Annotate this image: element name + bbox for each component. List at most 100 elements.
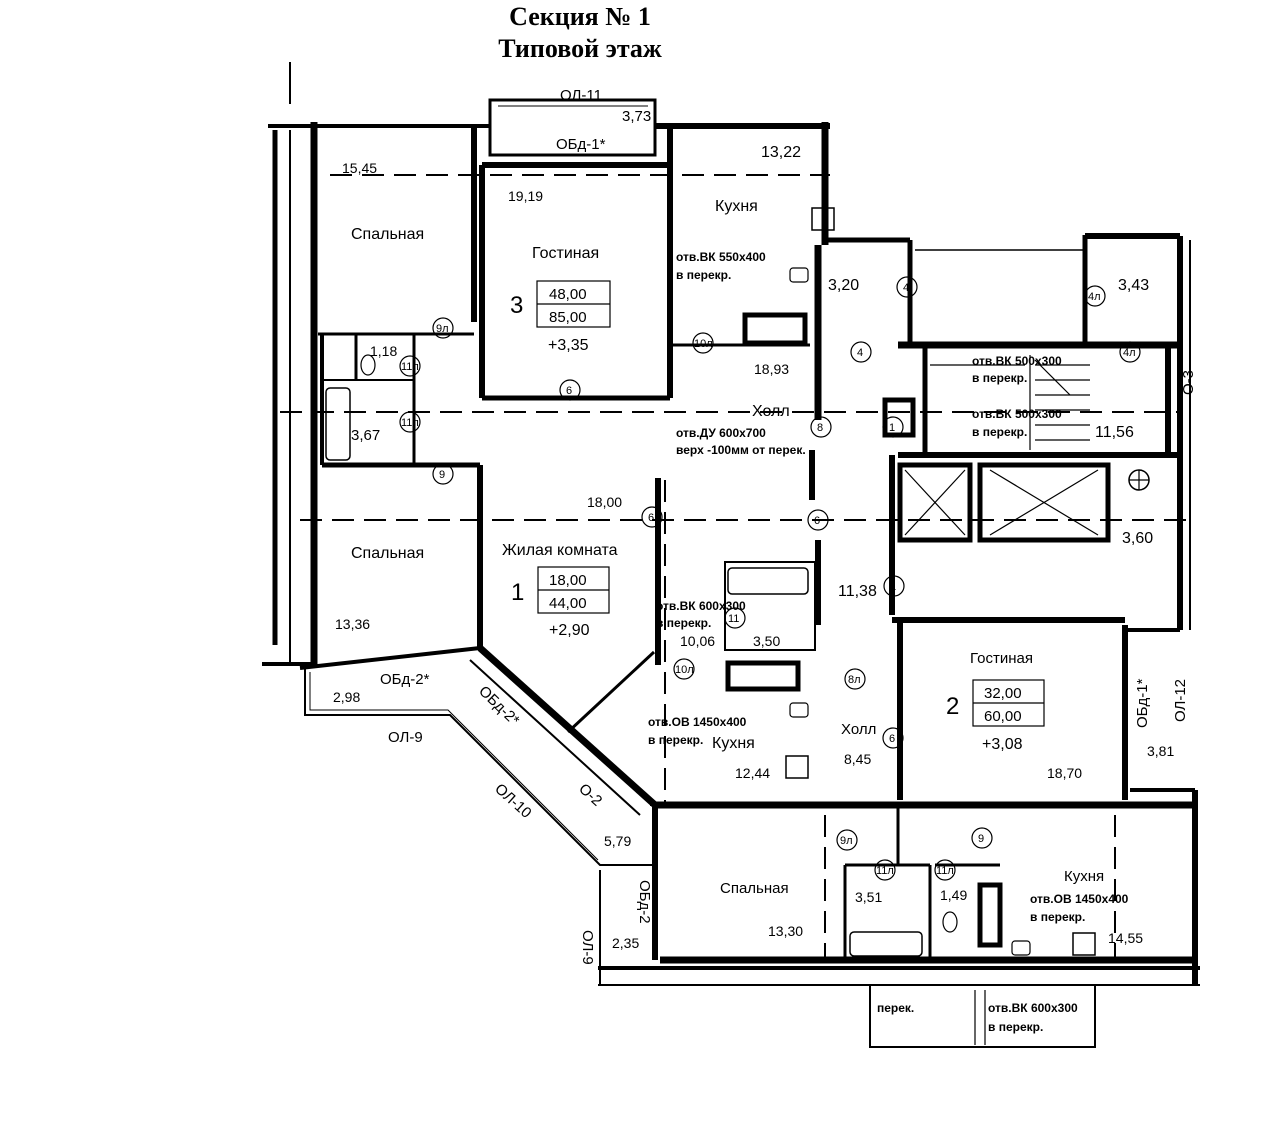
svg-text:1: 1 <box>889 422 895 434</box>
door-tag: 10л <box>673 658 695 680</box>
svg-text:4: 4 <box>903 282 909 294</box>
opening-note: отв.ВК 600х300 <box>988 1001 1078 1015</box>
door-tag: 11 <box>724 607 746 629</box>
svg-text:6: 6 <box>814 515 820 527</box>
room-name: Спальная <box>351 545 424 562</box>
svg-text:3: 3 <box>510 292 523 319</box>
svg-text:85,00: 85,00 <box>549 309 587 326</box>
svg-text:60,00: 60,00 <box>984 708 1022 725</box>
room-area: 18,00 <box>587 494 622 510</box>
room-area: 3,60 <box>1122 530 1153 547</box>
opening-note: в перекр. <box>972 425 1027 439</box>
svg-text:10л: 10л <box>675 664 694 676</box>
window-label: ОБд-1* <box>1134 678 1151 728</box>
door-tag: 11л <box>874 859 896 881</box>
opening-note: в перекр. <box>648 733 703 747</box>
walls <box>262 62 1200 1048</box>
room-area: 13,30 <box>768 923 803 939</box>
room-area: 15,45 <box>342 160 377 176</box>
window-label: ОЛ-12 <box>1172 679 1189 722</box>
door-tag: 9л <box>432 317 454 339</box>
opening-note: в перекр. <box>988 1020 1043 1034</box>
svg-text:1: 1 <box>511 579 524 606</box>
window-label: ОБд-2* <box>475 683 522 730</box>
room-area: 12,44 <box>735 765 770 781</box>
opening-note: отв.ВК 500х300 <box>972 354 1062 368</box>
opening-note: отв.ВК 600х300 <box>656 599 746 613</box>
door-tag: 11л <box>399 355 421 377</box>
room-area: 3,67 <box>351 427 380 444</box>
stairs <box>930 355 1090 450</box>
room-area: 18,70 <box>1047 765 1082 781</box>
window-label: ОЛ-9 <box>388 729 423 746</box>
door-tag: 8 <box>810 416 832 438</box>
opening-note: отв.ВК 550х400 <box>676 250 766 264</box>
svg-text:9: 9 <box>439 469 445 481</box>
room-name: Холл <box>841 721 876 738</box>
svg-text:8: 8 <box>817 422 823 434</box>
room-area: 11,56 <box>1095 424 1134 441</box>
room-area: 3,81 <box>1147 743 1174 759</box>
svg-text:2: 2 <box>946 693 959 720</box>
door-tag: 4 <box>850 341 872 363</box>
room-area: 13,36 <box>335 616 370 632</box>
room-area: 3,73 <box>622 108 651 125</box>
opening-note: в перекр. <box>676 268 731 282</box>
window-label: ОЛ-10 <box>491 780 534 821</box>
svg-text:+3,35: +3,35 <box>548 337 589 354</box>
svg-text:6: 6 <box>648 512 654 524</box>
room-name: Жилая комната <box>502 542 618 559</box>
svg-text:11: 11 <box>728 613 739 625</box>
door-tag: 6 <box>882 727 904 749</box>
door-tag: 11л <box>934 859 956 881</box>
room-area: 11,38 <box>838 583 877 600</box>
door-tag: 1 <box>883 575 905 597</box>
room-area: 10,06 <box>680 633 715 649</box>
opening-note: в перекр. <box>656 616 711 630</box>
door-tag: 6 <box>559 379 581 401</box>
plan-title: Секция № 1 <box>509 2 651 31</box>
svg-text:11л: 11л <box>936 865 954 877</box>
svg-text:9л: 9л <box>436 323 449 335</box>
room-area: 3,51 <box>855 889 882 905</box>
svg-text:18,00: 18,00 <box>549 572 587 589</box>
opening-note: отв.ВК 500х300 <box>972 407 1062 421</box>
door-tag: 4л <box>1119 341 1141 363</box>
opening-note: перек. <box>877 1001 914 1015</box>
opening-note: отв.ОВ 1450х400 <box>648 715 747 729</box>
room-area: 14,55 <box>1108 930 1143 946</box>
door-tag: 9 <box>432 463 454 485</box>
room-area: 2,35 <box>612 935 639 951</box>
fixtures <box>325 207 1150 957</box>
apartment-1-label: 1 18,00 44,00 +2,90 <box>511 566 610 639</box>
door-tag: 4 <box>896 276 918 298</box>
window-label: ОЛ-9 <box>579 930 596 965</box>
grid-axes <box>280 174 1190 960</box>
window-label: О-3 <box>1180 370 1197 395</box>
apartment-3-label: 3 48,00 85,00 +3,35 <box>510 280 611 354</box>
svg-text:4л: 4л <box>1123 347 1136 359</box>
room-area: 2,98 <box>333 689 360 705</box>
room-area: 13,22 <box>761 144 801 161</box>
svg-text:48,00: 48,00 <box>549 286 587 303</box>
svg-text:32,00: 32,00 <box>984 685 1022 702</box>
room-area: 18,93 <box>754 361 789 377</box>
room-area: 3,20 <box>828 277 859 294</box>
door-tag: 6 <box>807 509 829 531</box>
room-area: 19,19 <box>508 188 543 204</box>
opening-note: в перекр. <box>1030 910 1085 924</box>
opening-note: отв.ОВ 1450х400 <box>1030 892 1129 906</box>
window-label: ОБд-2 <box>636 880 653 924</box>
svg-text:11л: 11л <box>401 361 419 373</box>
door-tag: 9 <box>971 827 993 849</box>
door-tag: 11л <box>399 411 421 433</box>
svg-text:4л: 4л <box>1088 291 1101 303</box>
room-area: 5,79 <box>604 833 631 849</box>
svg-text:9: 9 <box>978 833 984 845</box>
room-name: Кухня <box>715 198 758 215</box>
room-area: 3,50 <box>753 633 780 649</box>
opening-note: в перекр. <box>972 371 1027 385</box>
svg-text:1: 1 <box>890 581 896 593</box>
door-tag: 6 <box>641 506 663 528</box>
